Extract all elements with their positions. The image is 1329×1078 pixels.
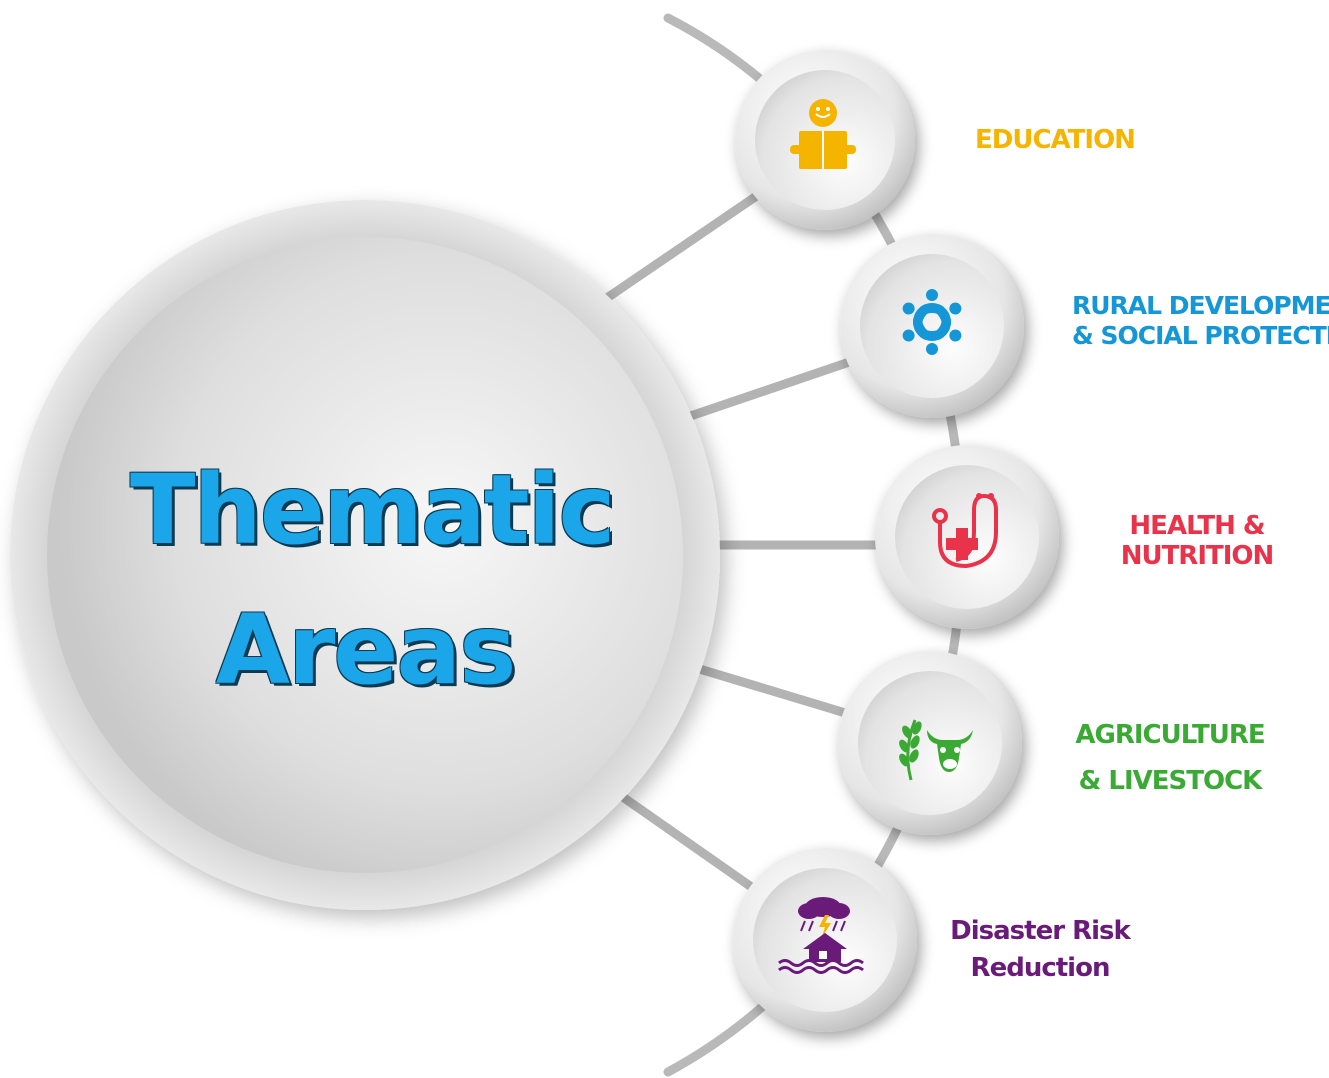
node-rural xyxy=(840,234,1024,418)
central-circle xyxy=(10,200,720,910)
reading-child-icon xyxy=(790,99,856,169)
label-rural-development: RURAL DEVELOPMENT & SOCIAL PROTECTION xyxy=(1072,291,1329,351)
label-health-nutrition: HEALTH & NUTRITION xyxy=(1112,511,1282,571)
label-disaster-line1: Disaster Risk xyxy=(950,916,1131,946)
stethoscope-cross-icon xyxy=(932,493,998,569)
label-agriculture-line1: AGRICULTURE xyxy=(1075,720,1265,750)
label-agriculture-line2: & LIVESTOCK xyxy=(1078,766,1263,796)
label-education-line1: EDUCATION xyxy=(975,125,1136,155)
label-health-line2: NUTRITION xyxy=(1120,541,1275,571)
label-disaster-risk: Disaster Risk Reduction xyxy=(950,913,1131,987)
flooded-house-storm-icon xyxy=(778,897,864,974)
label-health-line1: HEALTH & xyxy=(1129,511,1265,541)
central-title-line1: Thematic xyxy=(130,454,615,566)
label-rural-line1: RURAL DEVELOPMENT xyxy=(1072,291,1329,320)
label-disaster-line2: Reduction xyxy=(970,953,1111,983)
label-rural-line2: & SOCIAL PROTECTION xyxy=(1072,321,1329,350)
wheat-cow-icon xyxy=(899,719,973,781)
label-education: EDUCATION xyxy=(960,125,1150,155)
community-circle-icon xyxy=(902,289,962,355)
central-title-line2: Areas xyxy=(215,594,517,706)
central-title: Thematic Areas xyxy=(130,440,615,720)
node-agriculture xyxy=(838,651,1022,835)
label-agriculture-livestock: AGRICULTURE & LIVESTOCK xyxy=(1070,712,1270,804)
